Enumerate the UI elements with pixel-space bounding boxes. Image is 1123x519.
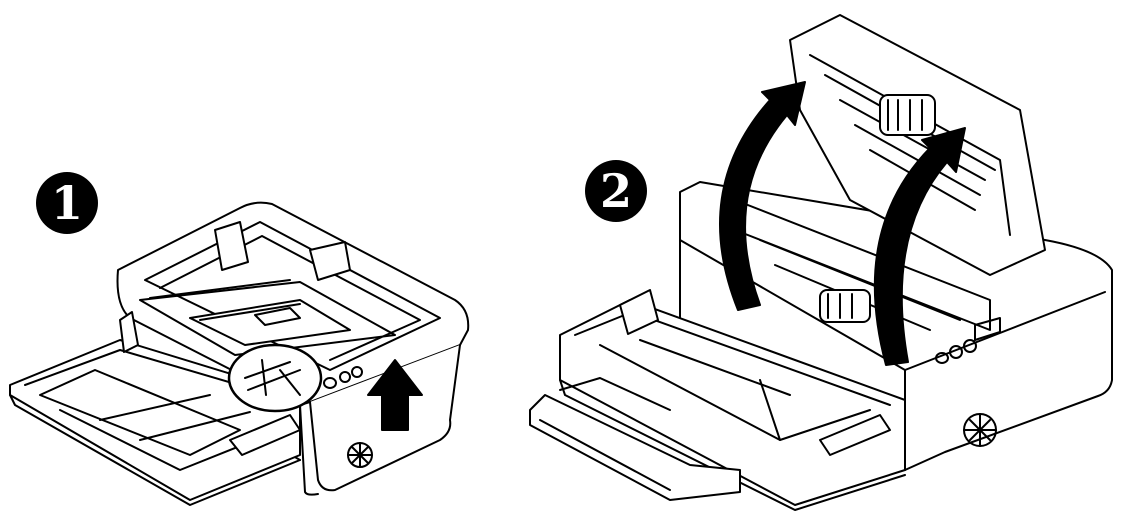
step-1-badge: 1: [36, 172, 98, 234]
scanner-closed: [9, 201, 470, 506]
curved-arrow-icon: [719, 81, 806, 311]
curved-arrow-icon: [873, 127, 966, 366]
up-arrow-icon: [367, 359, 423, 431]
step-2-badge: 2: [585, 160, 647, 222]
scanner-open: [529, 14, 1113, 511]
